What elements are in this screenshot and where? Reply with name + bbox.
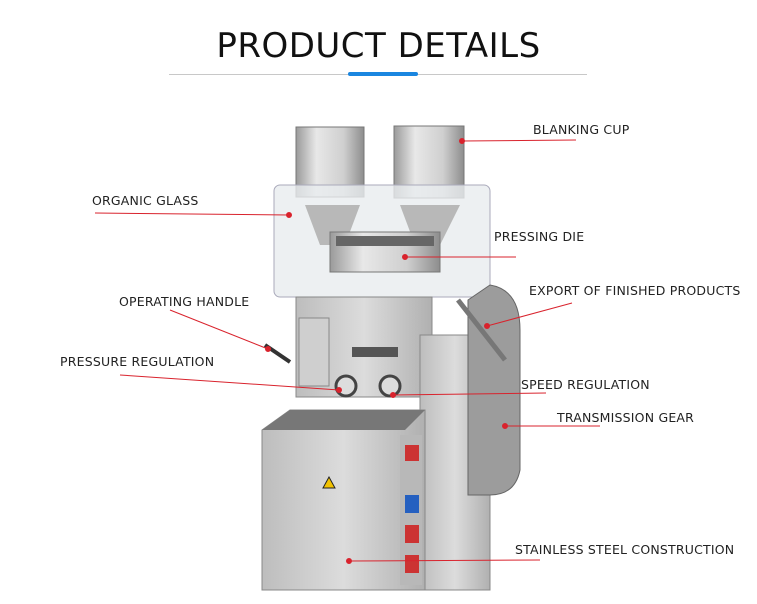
label-blanking-cup: BLANKING CUP: [533, 122, 630, 137]
leader-operating-handle: [169, 309, 269, 350]
warning-icon: [322, 475, 336, 489]
speed-knob: [378, 374, 402, 398]
leader-stainless-steel: [348, 559, 541, 562]
label-pressure-regulation: PRESSURE REGULATION: [60, 354, 215, 369]
label-transmission-gear: TRANSMISSION GEAR: [557, 410, 695, 425]
leader-blanking-cup: [461, 139, 577, 142]
leader-speed-regulation: [392, 392, 547, 396]
leader-export: [486, 302, 573, 327]
label-pressing-die: PRESSING DIE: [494, 229, 585, 244]
gear-cover: [467, 284, 521, 496]
label-speed-regulation: SPEED REGULATION: [521, 377, 650, 392]
label-operating-handle: OPERATING HANDLE: [119, 294, 250, 309]
label-export: EXPORT OF FINISHED PRODUCTS: [529, 283, 741, 298]
page-title: PRODUCT DETAILS: [216, 26, 541, 66]
leader-organic-glass: [94, 212, 290, 216]
label-stainless-steel: STAINLESS STEEL CONSTRUCTION: [515, 542, 735, 557]
label-organic-glass: ORGANIC GLASS: [92, 193, 199, 208]
leader-pressure-regulation: [119, 374, 340, 391]
title-accent-bar: [348, 72, 418, 76]
